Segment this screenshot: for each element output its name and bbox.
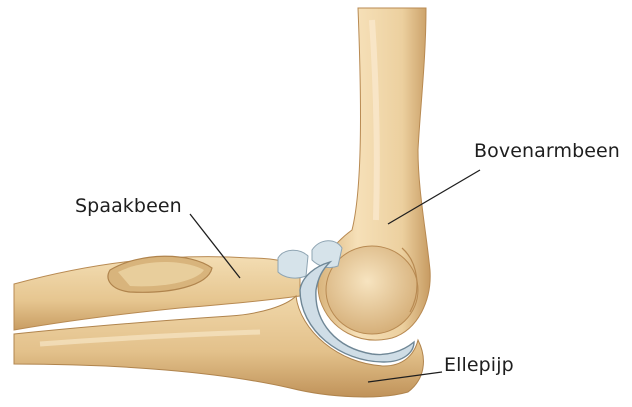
humerus-bone [318, 8, 430, 340]
radius-label: Spaakbeen [75, 195, 182, 217]
ulna-label: Ellepijp [444, 354, 514, 376]
humerus-label: Bovenarmbeen [474, 140, 620, 162]
